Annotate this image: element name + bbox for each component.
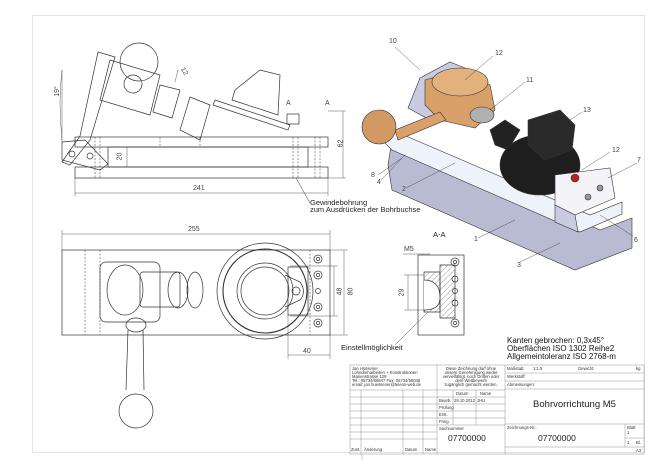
company-name: Jan Hüssener: [352, 366, 378, 371]
part-number: 07700000: [448, 433, 486, 443]
drawing-number-label: Zeichnungs-Nr.:: [507, 425, 537, 430]
balloon-6: 6: [634, 237, 638, 244]
company-line2: Lohndreharbeiten + Konstruktionen: [352, 370, 418, 375]
material-label: Werkstoff:: [507, 374, 526, 379]
notice-5: zugänglich gemacht werden.: [444, 382, 498, 387]
note-tolerance: Allgemeintoleranz ISO 2768-m: [507, 352, 616, 361]
drawing-number: 07700000: [538, 433, 576, 443]
adjust-note: Einstellmöglichkeit: [341, 343, 403, 352]
rev-state-header: Zust.: [351, 447, 361, 452]
balloon-8: 8: [371, 172, 375, 179]
balloon-4: 4: [377, 179, 381, 186]
drawing-frame: [32, 15, 645, 453]
note-edges: Kanten gebrochen: 0,3x45°: [507, 336, 605, 345]
balloon-12: 12: [612, 147, 620, 154]
balloon-2: 2: [402, 186, 406, 193]
drawing-title: Bohrvorrichtung M5: [533, 399, 616, 410]
checked-label: Prüfung: [439, 405, 454, 410]
notice-1: Diese Zeichnung darf ohne: [445, 366, 497, 371]
company-line5: email: jan.huessener@teleos-web.de: [352, 382, 421, 387]
side-bottom-plate: [74, 166, 329, 179]
sheets-label: Bl.: [636, 440, 641, 445]
scale-label: Maßstab:: [507, 366, 525, 371]
sheet-label: Blatt: [627, 425, 636, 430]
notice-4: dem Wettbewerb: [455, 378, 487, 383]
dimensions-label: Abmessungen:: [507, 382, 535, 387]
weight-label: Gewicht:: [578, 366, 595, 371]
dim-40: 40: [303, 348, 311, 355]
section-mark-a-right: A: [325, 100, 330, 107]
weight-unit: kg: [636, 366, 641, 371]
side-plate: [212, 99, 291, 131]
sheets-value: 1: [627, 440, 630, 445]
sheet-value: 1: [627, 430, 630, 435]
balloon-13: 13: [583, 107, 591, 114]
threaded-hole-note-1: Gewindebohrung: [310, 198, 368, 207]
section-label: A-A: [433, 230, 446, 239]
section-mark-a-left: A: [286, 100, 291, 107]
dim-255: 255: [188, 226, 200, 233]
balloon-11: 12: [495, 50, 503, 57]
rev-change-header: Änderung: [364, 447, 383, 452]
note-surfaces: Oberflächen ISO 1302 Reihe2: [507, 344, 615, 353]
drawn-date: 29.10.2012: [454, 398, 475, 403]
rev-date-header: Datum: [405, 447, 418, 452]
balloon-1: 1: [474, 236, 478, 243]
balloon-10: 11: [526, 77, 534, 84]
balloon-3: 3: [517, 262, 521, 269]
drawn-label: Bearb.: [439, 398, 452, 403]
notice-3: vervielfältigt, noch Dritten oder: [442, 374, 500, 379]
side-ball: [119, 42, 159, 82]
dim-241: 241: [193, 185, 205, 192]
part-number-label: Sachnummer: [439, 426, 464, 431]
drawn-name: JHU: [477, 398, 486, 403]
company-line3: Marienstrasse 129: [352, 374, 387, 379]
name-header: Name: [480, 391, 492, 396]
rev-name-header: Name: [425, 447, 437, 452]
company-line4: Tel.: 05734/66847 Fax: 05734/50045: [352, 378, 421, 383]
balloon-7: 7: [637, 157, 641, 164]
created-label: Erst.: [439, 412, 448, 417]
released-label: Freig.: [439, 419, 450, 424]
paper-format: A3: [636, 448, 642, 453]
plan-handle-ball: [118, 393, 154, 429]
notice-2: unsere Genehmigung weder: [444, 370, 498, 375]
scale-value: 1:1.5: [533, 366, 543, 371]
threaded-hole-note-2: zum Ausdrücken der Bohrbuchse: [310, 205, 421, 214]
dim-m5: M5: [404, 246, 414, 253]
date-header: Datum: [456, 391, 469, 396]
balloon-5: 10: [389, 38, 397, 45]
side-bracket: [61, 51, 116, 166]
